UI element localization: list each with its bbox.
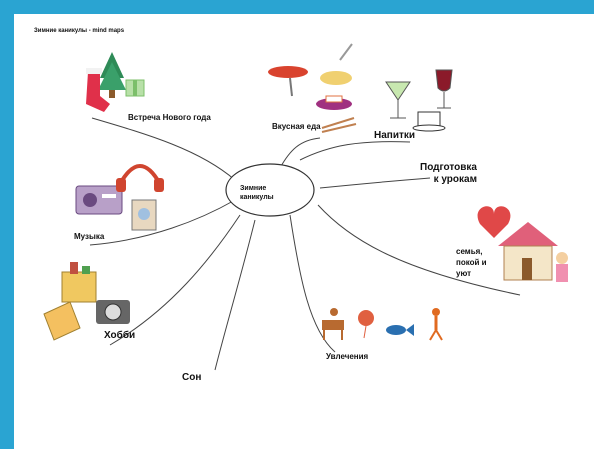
house-icon (498, 222, 558, 281)
branch-label-music: Музыка (74, 232, 105, 241)
radio-icon (75, 185, 123, 215)
stocking-icon (86, 68, 110, 112)
center-node (225, 163, 315, 217)
cd-player-icon (131, 199, 157, 231)
christmas-tree-icon (98, 52, 126, 98)
branch-line-food (279, 137, 321, 169)
frame-left-bar (0, 0, 14, 449)
martini-glass-icon (385, 81, 411, 119)
headphones-icon (116, 164, 164, 192)
gift-icon (125, 79, 145, 97)
family-line2: покой и (456, 258, 487, 267)
horse-rider-icon (322, 308, 344, 340)
center-label-line2: каникулы (240, 194, 274, 201)
branch-label-drinks: Напитки (374, 130, 416, 141)
camera-icon (96, 300, 130, 324)
branch-line-sleep (214, 219, 256, 371)
homework-line1: Подготовка (420, 162, 477, 173)
sushi-icon (316, 95, 357, 133)
balloon-icon (358, 310, 374, 339)
cards-icon (43, 301, 81, 341)
fish-icon (386, 324, 414, 336)
map-title: Зимние каникулы - mind maps (34, 28, 125, 34)
branch-label-hobbies: Увлечения (326, 352, 369, 361)
wine-glass-icon (435, 69, 453, 109)
branch-label-sleep: Сон (182, 372, 202, 383)
branch-label-homework: Подготовка к урокам (420, 162, 477, 186)
homework-line2: к урокам (433, 174, 477, 185)
branch-line-drinks (299, 141, 411, 161)
sausage-fork-icon (268, 66, 308, 97)
branch-label-family: семья, покой и уют (456, 246, 487, 279)
branch-label-food: Вкусная еда (272, 122, 321, 131)
frame-top-bar (0, 0, 594, 14)
branch-line-hobby (109, 214, 241, 346)
toys-icon (61, 262, 97, 303)
heart-icon (477, 206, 511, 238)
pasta-plate-icon (320, 43, 353, 85)
branch-line-family (317, 204, 521, 296)
hiker-icon (429, 308, 443, 341)
family-line1: семья, (456, 247, 483, 256)
family-line3: уют (456, 269, 471, 278)
center-node-label: Зимние каникулы (240, 184, 300, 202)
center-label-line1: Зимние (240, 185, 267, 192)
branch-label-hobby: Хобби (104, 330, 136, 341)
coffee-cup-icon (412, 111, 446, 132)
branch-line-homework (319, 177, 431, 189)
branch-line-hobbies (289, 214, 336, 353)
branch-line-music (89, 199, 236, 246)
girl-icon (556, 252, 568, 282)
branch-label-new-year: Встреча Нового года (128, 113, 211, 122)
branch-line-new-year (91, 117, 236, 181)
